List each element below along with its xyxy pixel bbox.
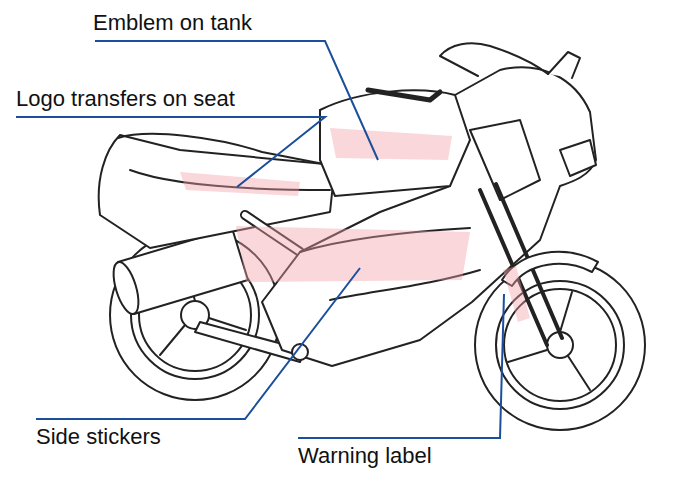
callout-label: Warning label bbox=[298, 443, 432, 469]
callout-label: Logo transfers on seat bbox=[16, 86, 235, 112]
callout-label: Side stickers bbox=[36, 424, 161, 450]
callout-label: Emblem on tank bbox=[93, 10, 252, 36]
